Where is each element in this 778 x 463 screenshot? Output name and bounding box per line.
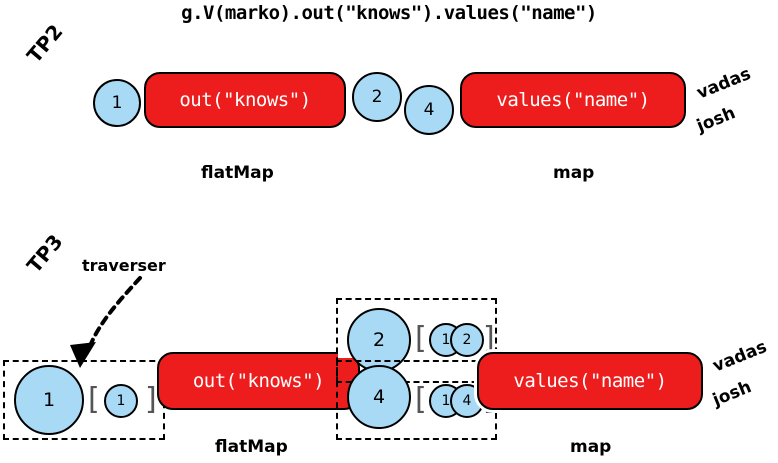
tp3-traverser-input-bracket-open: [ [88,382,100,417]
tp3-traverser-input-path-1[interactable]: 1 [104,384,138,418]
tp2-version-label: TP2 [22,19,68,68]
tp2-step-values-label: values("name") [496,89,650,111]
tp3-traverser-input-object[interactable]: 1 [14,365,84,435]
tp2-result-josh: josh [694,103,739,137]
traverser-annotation-label: traverser [82,256,166,275]
tp3-traverser-upper-path-2[interactable]: 2 [450,323,484,357]
tp2-flatmap-label: flatMap [201,163,274,183]
tp3-traverser-upper-object-value: 2 [372,329,386,351]
tp3-step-values-label: values("name") [513,370,667,392]
tp3-traverser-input-path-1-value: 1 [116,393,126,409]
tp3-step-out[interactable]: out("knows") [157,352,360,410]
tp3-traverser-upper-bracket-open: [ [415,321,427,356]
tp3-traverser-upper-path-2-value: 2 [462,332,472,348]
tp3-map-label: map [570,437,612,457]
tp3-result-vadas: vadas [710,336,770,377]
tp2-map-label: map [553,163,595,183]
tp3-flatmap-label: flatMap [215,437,288,457]
tp2-result-vadas: vadas [694,63,754,104]
tp3-traverser-lower-path-2[interactable]: 4 [450,384,484,418]
tp2-object-1[interactable]: 1 [93,79,141,127]
tp3-traverser-lower-path-1-value: 1 [441,393,451,409]
tp3-traverser-input-bracket-close: ] [145,382,157,417]
tp3-step-values[interactable]: values("name") [477,352,703,410]
tp2-step-out-label: out("knows") [179,89,311,111]
tp3-traverser-lower-object-value: 4 [372,386,386,408]
tp2-object-4[interactable]: 4 [404,85,454,135]
tp3-traverser-upper-bracket-close: ] [483,321,495,356]
tp2-step-out[interactable]: out("knows") [144,72,346,128]
tp3-traverser-upper-path-1-value: 1 [441,332,451,348]
tp3-traverser-input-object-value: 1 [42,389,56,411]
tp3-traverser-lower-object[interactable]: 4 [347,365,411,429]
tp3-step-out-label: out("knows") [192,370,325,392]
tp2-object-4-value: 4 [423,100,435,120]
traverser-pointer-arrow [70,276,142,368]
tp2-object-1-value: 1 [111,93,123,113]
tp3-traverser-lower-bracket-open: [ [415,382,427,417]
tp3-traverser-upper[interactable] [336,298,497,383]
page-title: g.V(marko).out("knows").values("name") [181,2,597,24]
tp2-object-2[interactable]: 2 [352,72,402,122]
tp3-traverser-lower-path-2-value: 4 [462,393,472,409]
tp2-object-2-value: 2 [371,87,383,107]
tp3-result-josh: josh [710,377,755,411]
tp2-step-values[interactable]: values("name") [460,72,686,128]
